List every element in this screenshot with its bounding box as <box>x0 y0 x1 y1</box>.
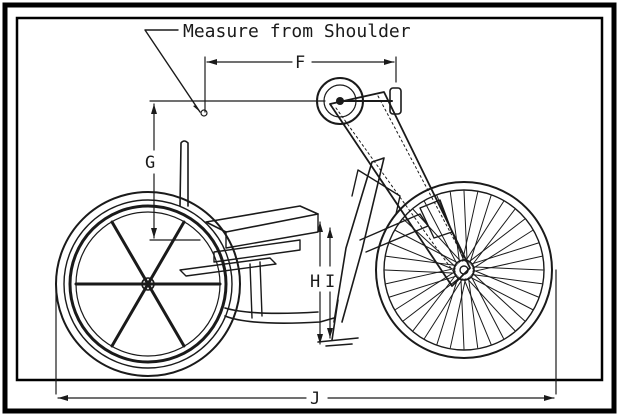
front-spoke <box>395 230 459 264</box>
front-spoke <box>461 191 479 262</box>
dim-j-arrow-left <box>58 395 68 401</box>
front-spoke <box>449 278 467 349</box>
front-spoke <box>471 272 526 322</box>
callout-leader <box>144 29 201 113</box>
front-spoke <box>472 269 539 298</box>
front-spoke <box>436 276 459 345</box>
front-spoke <box>465 201 504 262</box>
front-hub <box>453 259 475 281</box>
front-spoke <box>385 255 457 266</box>
dim-f-label: F <box>295 53 305 73</box>
seat-assembly <box>179 140 319 319</box>
frame-bottom-tube-inner <box>224 307 319 315</box>
front-spoke <box>463 278 492 345</box>
rear-wheel <box>55 191 241 377</box>
boom-bracket <box>419 199 453 239</box>
front-spoke <box>412 208 462 263</box>
dim-i-label: I <box>325 272 335 292</box>
front-spokes <box>384 190 544 350</box>
rear-axle <box>146 282 150 286</box>
dim-h-arrow-bottom <box>317 334 323 344</box>
front-spoke <box>469 276 533 310</box>
dim-f-arrow-right <box>384 59 394 65</box>
front-spoke <box>449 191 460 263</box>
front-rim <box>383 189 545 351</box>
front-spoke <box>472 255 543 273</box>
dim-f-arrow-left <box>207 59 217 65</box>
front-spoke <box>471 208 516 267</box>
dim-j-arrow-right <box>544 395 554 401</box>
dim-h-label: H <box>310 272 320 292</box>
foot-post <box>331 299 339 341</box>
front-spoke <box>469 195 492 264</box>
dim-i-arrow-top <box>327 228 333 238</box>
front-spoke <box>412 273 457 332</box>
rear-hub <box>141 277 155 291</box>
boom-chain <box>335 95 467 279</box>
front-spoke <box>471 274 543 285</box>
front-spoke <box>468 277 479 349</box>
footrest <box>317 337 359 347</box>
front-spoke <box>395 271 456 310</box>
front-spoke <box>463 190 468 263</box>
dim-g-arrow-top <box>151 104 157 114</box>
frame-down-tube <box>333 157 385 323</box>
dim-g-label: G <box>145 153 155 173</box>
front-fork-bracket <box>359 213 429 253</box>
front-spoke <box>460 277 465 350</box>
hand-crank-boom <box>316 77 471 287</box>
seat-strut <box>259 261 263 317</box>
front-spoke <box>470 275 504 339</box>
front-spoke <box>467 218 526 263</box>
front-spoke <box>471 266 544 271</box>
seat-pan <box>179 257 277 277</box>
front-spoke <box>424 201 458 265</box>
front-spoke <box>472 230 533 269</box>
front-spoke <box>385 267 456 285</box>
dim-i-arrow-bottom <box>327 328 333 338</box>
inner-frame <box>15 16 604 382</box>
dim-h-arrow-top <box>317 222 323 232</box>
front-spoke <box>389 275 458 298</box>
front-tire-outer <box>375 181 553 359</box>
front-spoke <box>389 242 456 271</box>
seat-side <box>225 213 319 249</box>
rear-handrim <box>68 204 228 364</box>
frame-bottom-tube <box>224 315 335 324</box>
front-wheel <box>375 181 553 359</box>
callout-label: Measure from Shoulder <box>183 21 411 42</box>
boom-chainline <box>329 91 471 287</box>
seat-back-post <box>179 140 189 207</box>
front-spoke <box>402 277 461 322</box>
seat-rail <box>213 239 301 263</box>
seat-strut <box>249 263 253 319</box>
front-spoke <box>424 278 463 339</box>
callout-arrowhead <box>193 105 200 112</box>
rear-tire-inner <box>63 199 233 369</box>
dim-j-label: J <box>310 389 320 409</box>
hand-grip <box>389 87 402 115</box>
shoulder-point <box>200 109 208 117</box>
front-spoke <box>466 277 516 332</box>
front-spoke <box>470 242 539 265</box>
dim-g-arrow-bottom <box>151 228 157 238</box>
